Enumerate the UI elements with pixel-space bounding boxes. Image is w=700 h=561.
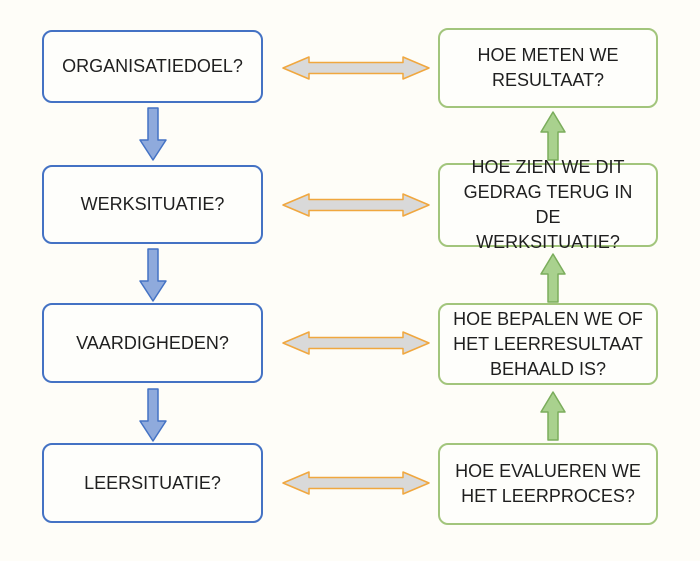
node-hoe-meten-we-resultaat: HOE METEN WE RESULTAAT? [438,28,658,108]
node-organisatiedoel: ORGANISATIEDOEL? [42,30,263,103]
node-label: ORGANISATIEDOEL? [62,56,243,76]
node-label: VAARDIGHEDEN? [76,332,229,353]
double-arrow-icon [282,331,430,355]
node-label: HOE EVALUEREN WE HET LEERPROCES? [455,461,641,506]
node-label: HOE BEPALEN WE OF HET LEERRESULTAAT BEHA… [453,308,643,379]
node-label: HOE ZIEN WE DIT GEDRAG TERUG IN DE WERKS… [463,157,633,252]
down-arrow-icon [139,107,167,161]
down-arrow-icon [139,388,167,442]
up-arrow-icon [540,391,566,441]
node-label: HOE METEN WE RESULTAAT? [477,45,619,90]
node-hoe-evalueren-leerproces: HOE EVALUEREN WE HET LEERPROCES? [438,443,658,525]
up-arrow-icon [540,253,566,303]
double-arrow-icon [282,471,430,495]
double-arrow-icon [282,193,430,217]
node-werksituatie: WERKSITUATIE? [42,165,263,244]
node-label: WERKSITUATIE? [80,194,225,214]
double-arrow-icon [282,56,430,80]
down-arrow-icon [139,248,167,302]
node-vaardigheden: VAARDIGHEDEN? [42,303,263,383]
up-arrow-icon [540,111,566,161]
node-hoe-zien-we-gedrag: HOE ZIEN WE DIT GEDRAG TERUG IN DE WERKS… [438,157,658,252]
node-hoe-bepalen-leerresultaat: HOE BEPALEN WE OF HET LEERRESULTAAT BEHA… [438,303,658,385]
node-leersituatie: LEERSITUATIE? [42,443,263,523]
node-label: LEERSITUATIE? [84,472,221,493]
